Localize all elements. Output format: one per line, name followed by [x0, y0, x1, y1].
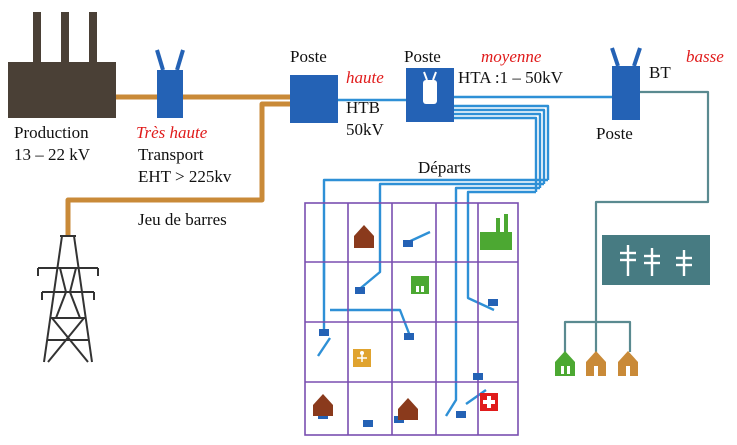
- house-icon: [398, 398, 418, 420]
- bt-label: BT: [649, 63, 671, 82]
- power-plant-icon: [8, 12, 116, 118]
- bt-lines: [563, 90, 710, 352]
- production-label: Production: [14, 123, 89, 142]
- building-icon: [411, 276, 429, 294]
- htb-voltage-label: 50kV: [346, 120, 385, 139]
- basse-label: basse: [686, 47, 724, 66]
- transformer-icon: [610, 47, 642, 120]
- jeu-de-barres-label: Jeu de barres: [138, 210, 227, 229]
- poste-hta-label: Poste: [404, 47, 441, 66]
- tres-haute-label: Très haute: [136, 123, 208, 142]
- bt-switchboard-icon: [602, 235, 710, 285]
- transformer-icon: [155, 49, 185, 118]
- factory-icon: [480, 214, 512, 250]
- consumer-icon: [586, 351, 606, 376]
- transport-label: Transport: [138, 145, 204, 164]
- worker-icon: [353, 349, 371, 367]
- eht-label: EHT > 225kv: [138, 167, 232, 186]
- consumer-icon: [555, 351, 575, 376]
- departs-label: Départs: [418, 158, 471, 177]
- transport-lines: [65, 94, 290, 236]
- poste-htb-label: Poste: [290, 47, 327, 66]
- pylon-icon: [37, 235, 99, 363]
- consumer-icon: [618, 351, 638, 376]
- htb-label: HTB: [346, 98, 380, 117]
- substation-icon: [290, 75, 338, 123]
- distribution-grid: [304, 202, 519, 436]
- house-icon: [313, 394, 333, 416]
- substation-icon: [406, 68, 454, 122]
- hta-label: HTA :1 – 50kV: [458, 68, 564, 87]
- hospital-icon: [480, 393, 498, 411]
- haute-label: haute: [346, 68, 384, 87]
- moyenne-label: moyenne: [481, 47, 542, 66]
- poste-bt-label: Poste: [596, 124, 633, 143]
- production-voltage-label: 13 – 22 kV: [14, 145, 91, 164]
- house-icon: [354, 225, 374, 248]
